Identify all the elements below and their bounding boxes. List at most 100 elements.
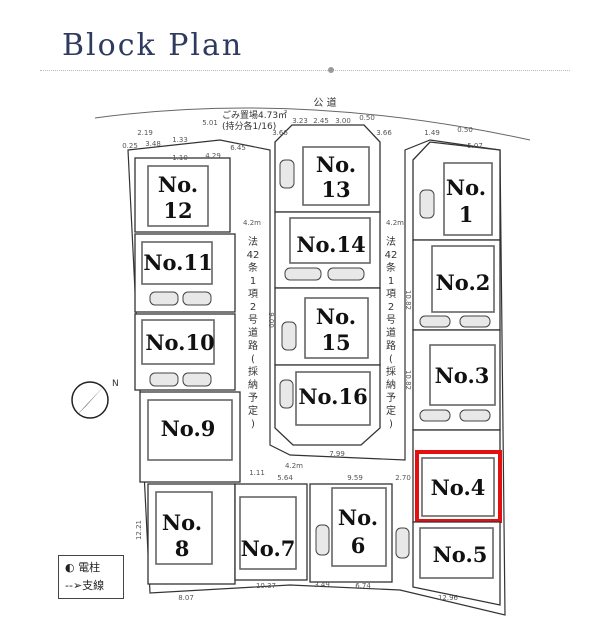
road-designation-char: 項 — [248, 288, 258, 300]
lot-1[interactable]: No. 1 — [412, 141, 501, 241]
dim-label: 3.48 — [145, 140, 161, 148]
road-width-right: 4.2m — [386, 219, 404, 227]
car-icon — [395, 527, 410, 559]
lot-label: No.10 — [145, 330, 214, 355]
car-icon — [149, 291, 179, 306]
dim-label: 3.66 — [272, 129, 288, 137]
car-icon — [459, 315, 491, 328]
lot-12[interactable]: No. 12 — [134, 157, 231, 233]
lot-label: No.2 — [436, 270, 491, 295]
road-width-bottom: 4.2m — [285, 462, 303, 470]
dim-label: 6.74 — [355, 582, 371, 590]
lot-label: No.14 — [296, 232, 365, 257]
lot-label: No.4 — [431, 475, 486, 500]
garbage-share-label: (持分各1/16) — [222, 120, 276, 132]
dim-label: 1.33 — [172, 136, 188, 144]
car-icon — [284, 267, 322, 281]
lot-label: No. — [446, 175, 486, 200]
lot-label: 1 — [459, 202, 474, 227]
road-designation-char: 路 — [386, 339, 396, 352]
car-icon — [182, 372, 212, 387]
dim-label: 1.11 — [249, 469, 265, 477]
car-icon — [419, 189, 435, 219]
lot-label: No.9 — [161, 416, 216, 441]
car-icon — [281, 321, 297, 351]
dim-label: 12.96 — [438, 594, 459, 602]
road-designation-char: 条 — [248, 261, 258, 274]
road-designation-char: 号 — [248, 314, 258, 326]
road-designation-char: 42 — [385, 250, 398, 261]
lot-4[interactable]: No.4 — [412, 429, 502, 523]
highlight-frame — [415, 450, 502, 523]
lot-label: No.7 — [241, 536, 296, 561]
north-arrow-icon: N — [71, 379, 119, 419]
legend-pole-label: 電柱 — [78, 561, 101, 574]
car-icon — [279, 379, 294, 409]
lot-label: 6 — [351, 533, 366, 558]
lot-label: No. — [316, 304, 356, 329]
road-designation-char: 条 — [386, 261, 396, 274]
lot-7[interactable]: No.7 — [234, 483, 308, 581]
dim-label: 6.45 — [230, 144, 246, 152]
dim-label: 9.59 — [347, 474, 363, 482]
dim-label: 0.25 — [122, 142, 138, 150]
compass-label: N — [112, 379, 119, 389]
title-divider-dot — [328, 67, 334, 73]
dim-label: 8.07 — [178, 594, 194, 602]
legend-pole: ◐ 電柱 — [65, 559, 123, 577]
dim-label: 3.49 — [314, 581, 330, 589]
road-designation-char: 予 — [248, 392, 258, 404]
road-designation-char: 納 — [386, 378, 396, 391]
lot-6[interactable]: No. 6 — [309, 483, 393, 583]
lot-14[interactable]: No.14 — [274, 211, 381, 289]
lot-label: No. — [162, 510, 202, 535]
lot-label: No.5 — [433, 542, 488, 567]
lot-label: 15 — [321, 330, 350, 355]
lot-15[interactable]: No. 15 — [274, 287, 381, 366]
dim-label: 1.10 — [172, 154, 188, 162]
dim-label: 10.82 — [404, 290, 412, 310]
dim-label: 5.07 — [467, 142, 483, 150]
road-designation-char: 道 — [386, 326, 396, 339]
lot-label: No.16 — [298, 384, 367, 409]
lot-2[interactable]: No.2 — [412, 239, 501, 331]
lot-5[interactable]: No.5 — [395, 521, 501, 606]
lot-13[interactable]: No. 13 — [274, 124, 381, 213]
road-designation-char: ( — [389, 354, 393, 365]
dim-label: 0.50 — [359, 114, 375, 122]
lot-9[interactable]: No.9 — [139, 391, 241, 483]
road-designation-char: ) — [251, 419, 255, 430]
dim-label: 2.19 — [137, 129, 153, 137]
car-icon — [279, 159, 295, 189]
lot-label: No. — [158, 172, 198, 197]
road-designation-char: 項 — [386, 288, 396, 300]
car-icon — [419, 409, 451, 422]
public-road-edge — [94, 107, 531, 141]
lot-11[interactable]: No.11 — [134, 233, 236, 313]
dim-label: 3.23 — [292, 117, 308, 125]
lot-3[interactable]: No.3 — [412, 329, 501, 431]
page-title: Block Plan — [62, 28, 244, 63]
dim-label: 9.00 — [267, 312, 275, 328]
road-designation-char: 定 — [248, 404, 258, 417]
dim-label: 2.70 — [395, 474, 411, 482]
car-icon — [149, 372, 179, 387]
dim-label: 7.99 — [329, 450, 345, 458]
lot-label: 8 — [175, 536, 190, 561]
lot-16[interactable]: No.16 — [274, 364, 381, 446]
lot-8[interactable]: No. 8 — [147, 483, 236, 585]
lot-label: No. — [338, 505, 378, 530]
road-designation-char: 道 — [248, 326, 258, 339]
dim-label: 10.82 — [404, 370, 412, 390]
lot-10[interactable]: No.10 — [134, 313, 236, 391]
road-designation-char: 法 — [248, 235, 258, 248]
lot-label: No. — [316, 152, 356, 177]
lot-label: No.11 — [143, 250, 212, 275]
road-designation-char: ( — [251, 354, 255, 365]
road-width-left: 4.2m — [243, 219, 261, 227]
dim-label: 0.50 — [457, 126, 473, 134]
road-designation-char: 予 — [386, 392, 396, 404]
